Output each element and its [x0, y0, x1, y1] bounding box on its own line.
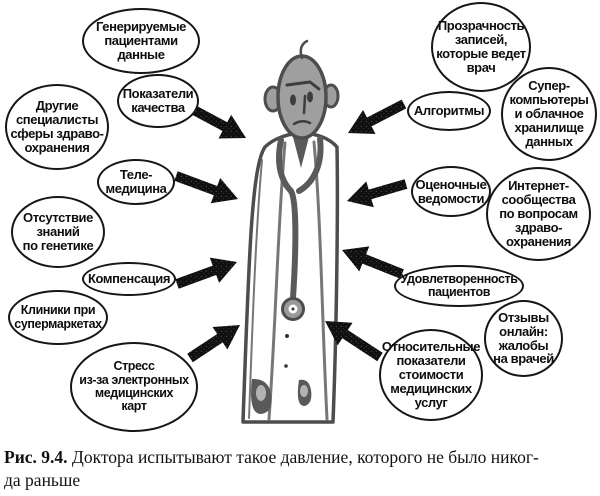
- bubble-other-healthcare-specialists: Другие специалисты сферы здраво- охранен…: [5, 84, 109, 170]
- bubble-supermarket-clinics: Клиники при супермаркетах: [8, 290, 108, 345]
- doctor-coat: [241, 131, 340, 424]
- doctor-figure: [241, 39, 340, 424]
- pressure-arrow: [174, 171, 238, 204]
- doctor-tie: [293, 137, 309, 168]
- coat-button: [285, 334, 289, 338]
- pressure-arrow: [348, 99, 407, 134]
- coat-button: [284, 364, 288, 368]
- figure-caption-label: Рис. 9.4.: [4, 447, 68, 467]
- bubble-supercomputers-cloud: Супер- компьютеры и облачное хранилище д…: [501, 67, 597, 161]
- bubble-online-reviews: Отзывы онлайн: жалобы на врачей: [484, 300, 563, 377]
- doctor-eye: [290, 94, 296, 106]
- bubble-quality-metrics: Показатели качества: [117, 74, 199, 128]
- pressure-arrow: [189, 104, 246, 139]
- figure-caption-text: Доктора испытывают такое давление, котор…: [4, 447, 539, 490]
- bubble-record-transparency: Прозрачность записей, которые ведет врач: [431, 2, 531, 92]
- bubble-lack-genetics-knowledge: Отсутствие знаний по генетике: [11, 196, 105, 268]
- doctor-eye: [307, 91, 313, 103]
- doctor-hair: [299, 39, 309, 60]
- bubble-algorithms: Алгоритмы: [407, 91, 491, 131]
- pressure-arrow: [325, 321, 383, 362]
- stethoscope: [276, 136, 324, 301]
- bubble-patient-satisfaction: Удовлетворенность пациентов: [394, 265, 524, 307]
- pressure-arrow: [187, 325, 240, 363]
- bubble-internet-health-communities: Интернет- сообщества по вопросам здраво-…: [486, 167, 591, 261]
- bubble-telemedicine: Теле- медицина: [97, 159, 175, 205]
- doctor-mouth: [292, 120, 312, 126]
- bubble-compensation: Компенсация: [82, 262, 176, 296]
- pressure-arrow: [342, 246, 404, 279]
- bubble-ehr-stress: Стресс из-за электронных медицинских кар…: [70, 342, 198, 432]
- bubble-patient-generated-data: Генерируемые пациентами данные: [82, 8, 200, 74]
- pressure-arrow: [175, 257, 237, 289]
- bubble-scorecards: Оценочные ведомости: [411, 166, 491, 217]
- bubble-relative-cost-metrics: Относительные показатели стоимости медиц…: [379, 329, 483, 421]
- pressure-arrow: [347, 179, 408, 208]
- arrows-layer: [174, 39, 408, 424]
- figure-caption: Рис. 9.4. Доктора испытывают такое давле…: [4, 446, 596, 492]
- doctor-head: [276, 54, 328, 140]
